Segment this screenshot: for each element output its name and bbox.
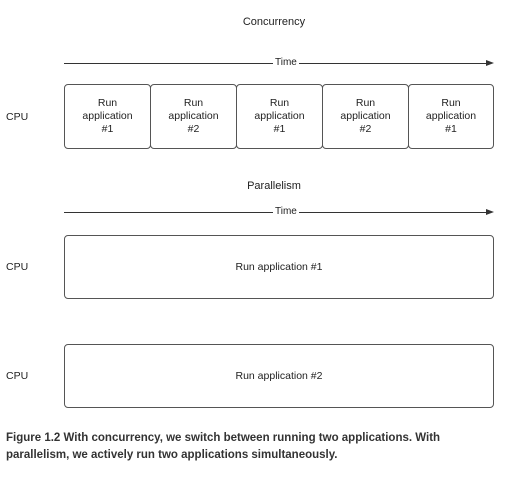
caption-line-1: Figure 1.2 With concurrency, we switch b… bbox=[6, 432, 441, 444]
figure-caption: Figure 1.2 With concurrency, we switch b… bbox=[6, 430, 501, 464]
parallelism-cpu2-label: CPU bbox=[6, 370, 29, 382]
concurrency-time-arrowhead bbox=[486, 60, 494, 66]
concurrency-title: Concurrency bbox=[242, 16, 306, 28]
parallelism-cpu1-label: CPU bbox=[6, 261, 29, 273]
concurrency-cpu-label: CPU bbox=[6, 111, 29, 123]
parallelism-task-box: Run application #2 bbox=[64, 344, 494, 408]
parallelism-task-box: Run application #1 bbox=[64, 235, 494, 299]
parallelism-time-label: Time bbox=[273, 206, 299, 217]
parallelism-time-arrowhead bbox=[486, 209, 494, 215]
concurrency-time-label: Time bbox=[273, 57, 299, 68]
caption-line-2: parallelism, we actively run two applica… bbox=[6, 449, 338, 461]
parallelism-title: Parallelism bbox=[247, 180, 301, 192]
